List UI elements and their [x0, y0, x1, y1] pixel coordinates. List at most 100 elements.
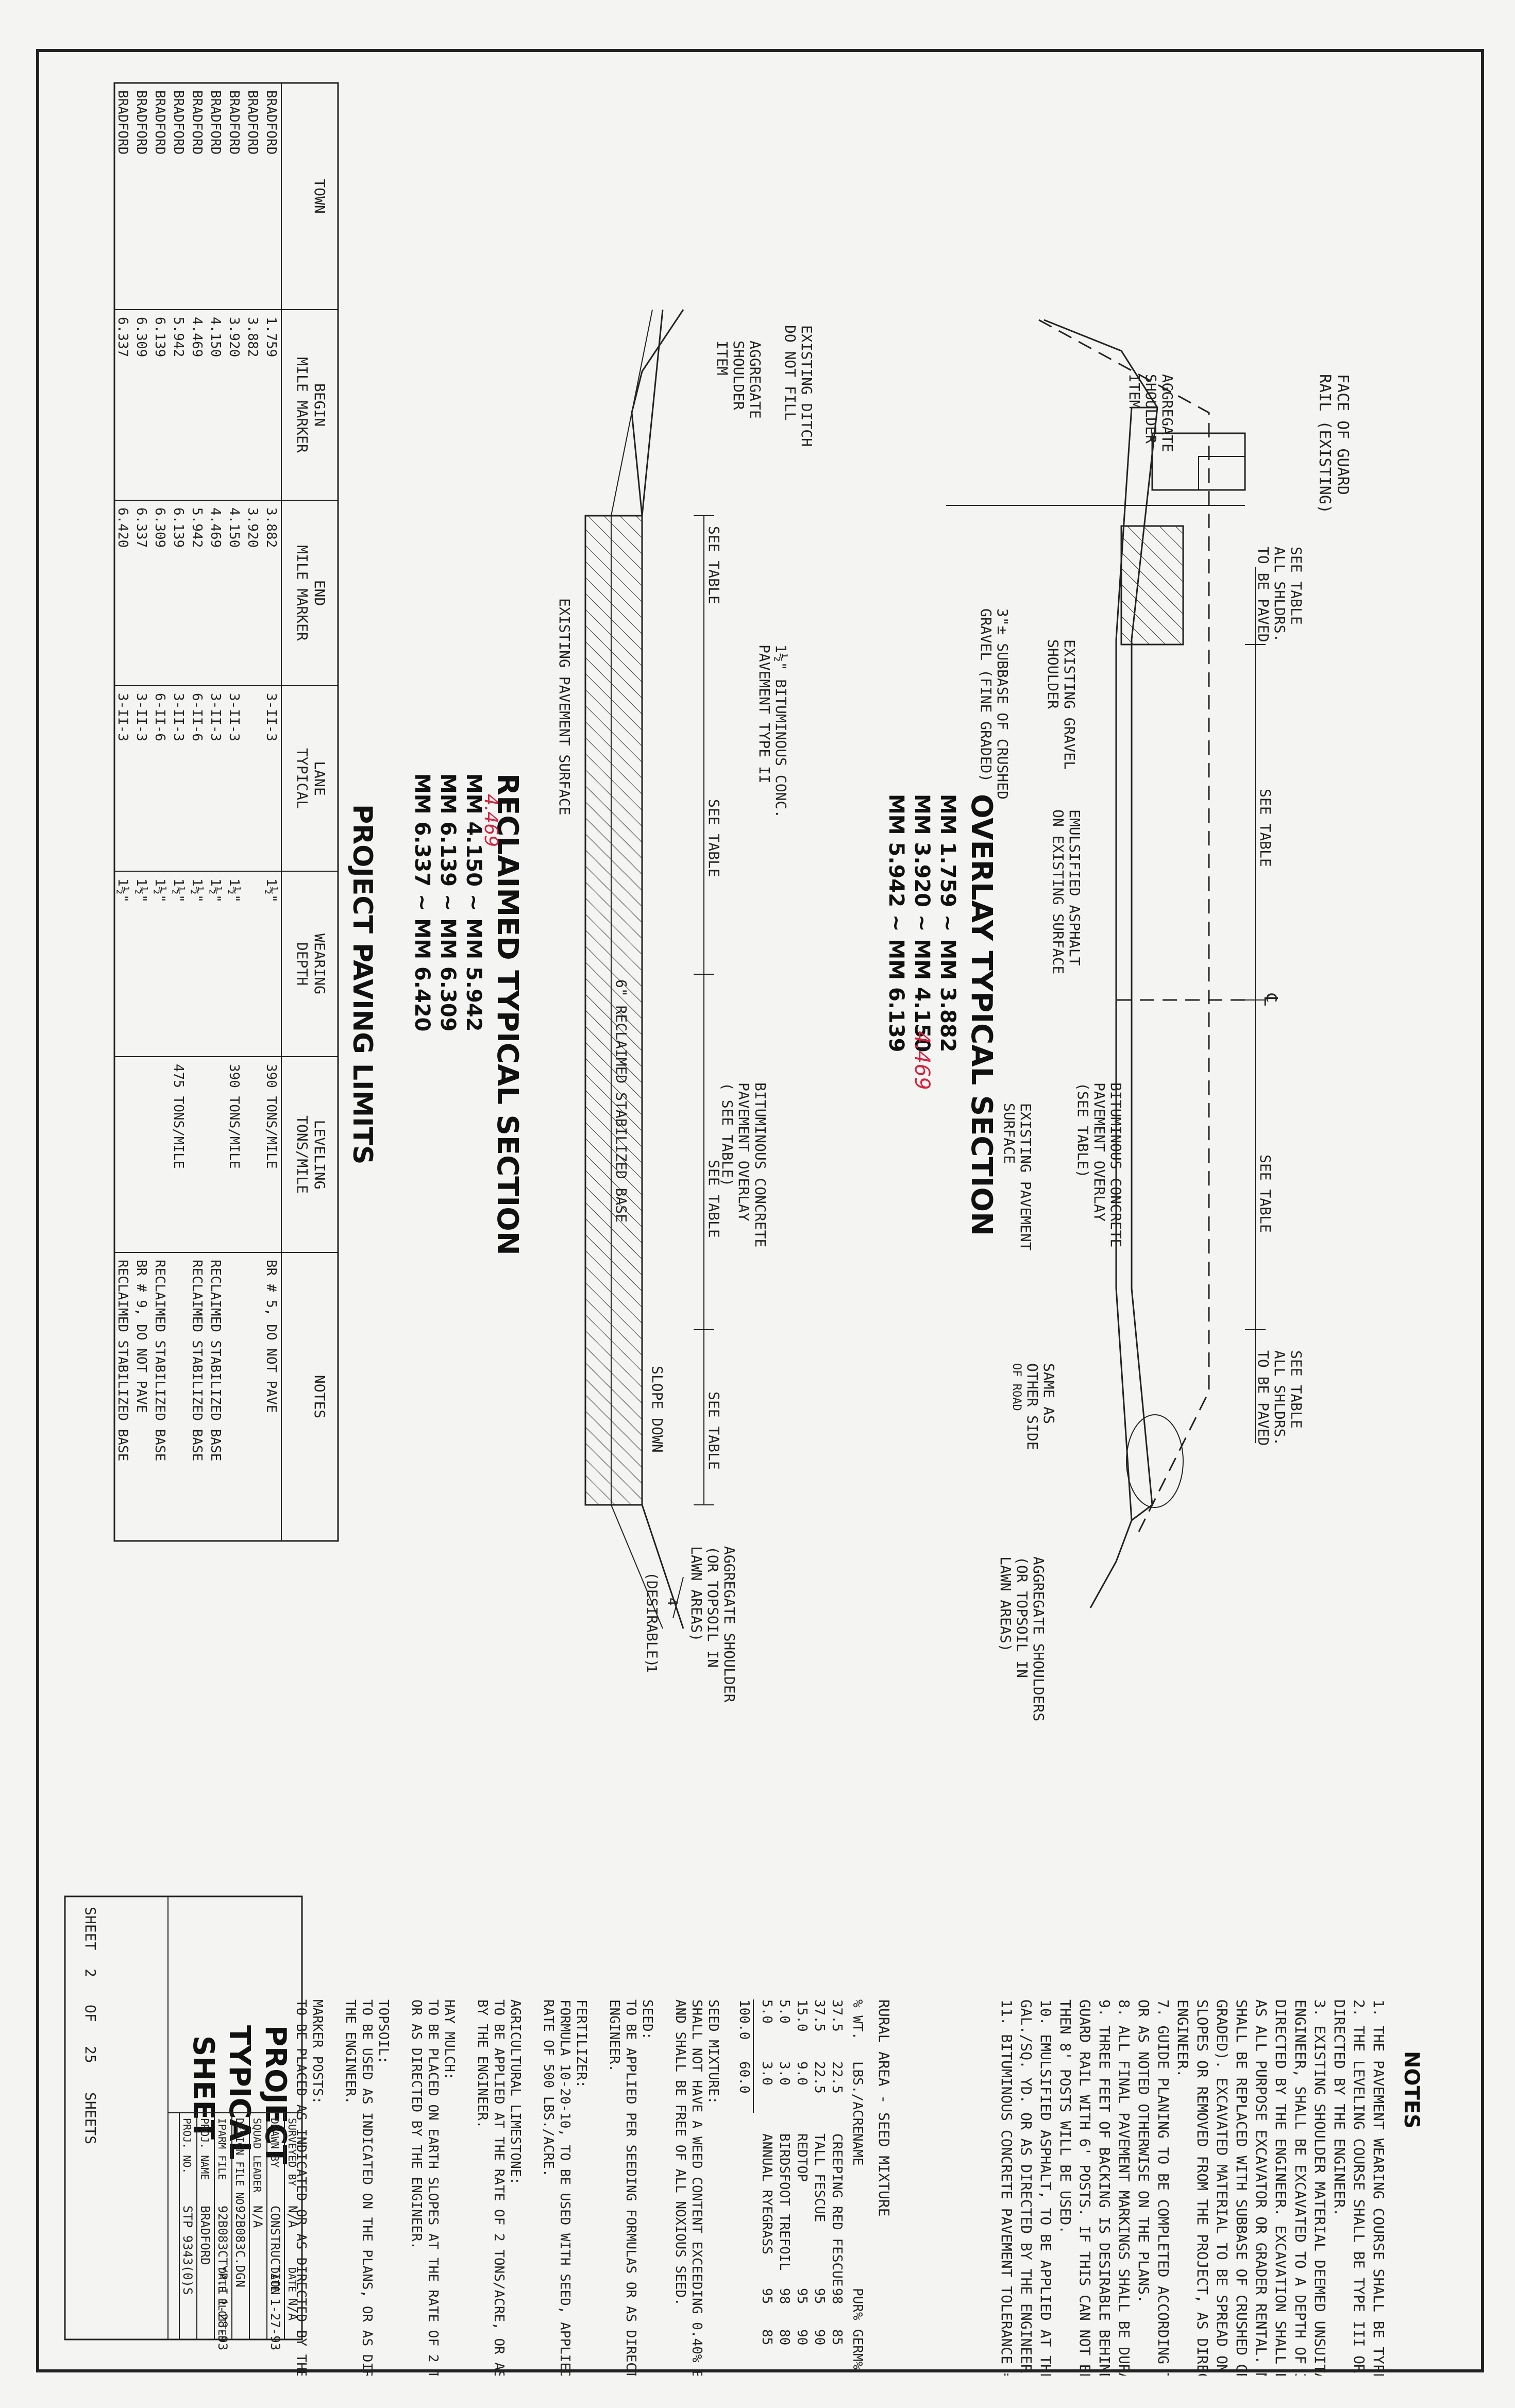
shoulder-ellipse: [1126, 1414, 1184, 1508]
drawing-sheet: FACE OF GUARD RAIL (EXISTING) AGGREGATE …: [36, 49, 1484, 2376]
reclaimed-agg-2: SHOULDER: [730, 341, 747, 410]
limits-cell: 1½": [208, 878, 223, 903]
desirable-label: (DESIRABLE): [644, 1572, 661, 1667]
note-line: DIRECTED BY THE ENGINEER.: [1331, 1999, 1348, 2216]
limits-cell: 1.759: [263, 317, 279, 357]
seed-header: NAME: [850, 2133, 865, 2166]
agg-topsoil-3: LAWN AREAS): [997, 1556, 1014, 1652]
limits-cell: 3-II-3: [263, 693, 279, 741]
notes-list: 1. THE PAVEMENT WEARING COURSE SHALL BE …: [998, 1999, 1387, 2376]
seed-cell: 90: [812, 2329, 827, 2345]
emulsified-2: ON EXISTING SURFACE: [1050, 809, 1067, 974]
seed-cell: 98: [777, 2288, 792, 2304]
tb-field-label: DRAWN BY: [268, 2118, 281, 2167]
seed-cell: 3.0: [777, 2061, 792, 2085]
agg-shoulder-label-3: ITEM: [1126, 374, 1143, 409]
notes-paragraph-line: HAY MULCH:: [442, 1999, 457, 2080]
notes-paragraph-line: FORMULA 10-20-10, TO BE USED WITH SEED, …: [557, 1999, 573, 2376]
reclaimed-red-note: 4.469: [480, 794, 501, 847]
existing-surface-1: EXISTING PAVEMENT: [1017, 1103, 1034, 1251]
tb-field-date-label: DATE: [286, 2267, 298, 2292]
ditch-label-2: DO NOT FILL: [782, 325, 799, 420]
seed-cell: 3.0: [759, 2061, 775, 2085]
notes-paragraph-line: TO BE APPLIED AT THE RATE OF 2 TONS/ACRE…: [491, 1999, 507, 2376]
agg-topsoil-2: (OR TOPSOIL IN: [704, 1546, 721, 1668]
notes-paragraph-line: SEED:: [639, 1999, 655, 2040]
limits-cell: 6.139: [152, 317, 167, 357]
limits-cell: BR # 9, DO NOT PAVE: [133, 1260, 149, 1413]
notes-paragraph-line: TO BE APPLIED PER SEEDING FORMULAS OR AS…: [623, 1999, 638, 2376]
tb-field-label: SQUAD LEADER: [251, 2118, 263, 2193]
see-table-label: SEE TABLE: [1257, 789, 1274, 867]
tb-field-label: SURVEYED BY: [286, 2118, 298, 2186]
agg-shoulder-label-2: SHOULDER: [1142, 374, 1159, 444]
seed-cell: 85: [759, 2329, 775, 2345]
seed-total: 60.0: [736, 2061, 752, 2094]
limits-cell: 4.469: [208, 507, 223, 548]
limits-header: MILE MARKER: [294, 545, 311, 641]
seed-header: % WT.: [850, 1999, 865, 2040]
notes-paragraph-line: OR AS DIRECTED BY THE ENGINEER.: [409, 1999, 424, 2249]
limits-cell: 1½": [171, 878, 186, 903]
limits-cell: RECLAIMED STABILIZED BASE: [189, 1260, 205, 1461]
note-line: GRADED). EXCAVATED MATERIAL TO BE SPREAD…: [1214, 1999, 1231, 2376]
guard-rail-block: [1198, 456, 1245, 490]
limits-cell: 5.942: [189, 507, 205, 548]
limits-cell: 4.469: [189, 317, 205, 357]
note-line: 1. THE PAVEMENT WEARING COURSE SHALL BE …: [1370, 1999, 1387, 2376]
notes-paragraph-line: TO BE PLACED ON EARTH SLOPES AT THE RATE…: [425, 1999, 441, 2376]
overlay-range-3: MM 5.942 ~ MM 6.139: [884, 794, 908, 1052]
limits-cell: BRADFORD: [189, 90, 205, 155]
overlay-layer-1: BITUMINOUS CONCRETE: [1107, 1082, 1124, 1247]
tb-field-label: DESIGN FILE NO.: [233, 2118, 246, 2211]
seed-cell: 37.5: [812, 1999, 827, 2032]
same-side-3: OF ROAD: [1010, 1363, 1023, 1411]
emulsified-1: EMULSIFIED ASPHALT: [1066, 809, 1083, 966]
see-table-label: SEE TABLE: [705, 799, 722, 877]
reclaimed-agg-1: AGGREGATE: [747, 341, 764, 419]
limits-header: TONS/MILE: [294, 1115, 311, 1194]
agg-topsoil-1: AGGREGATE SHOULDERS: [1030, 1556, 1047, 1721]
limits-cell: 3.920: [226, 317, 242, 357]
reclaimed-range-2: MM 6.139 ~ MM 6.309: [436, 773, 460, 1031]
reclaimed-overlay-1: BITUMINOUS CONCRETE: [752, 1082, 769, 1247]
limits-cell: BRADFORD: [208, 90, 223, 155]
limits-table: TOWNBRADFORDBRADFORDBRADFORDBRADFORDBRAD…: [113, 82, 339, 1542]
seed-title: RURAL AREA - SEED MIXTURE: [876, 1999, 893, 2216]
bit-conc-2: PAVEMENT TYPE II: [756, 645, 773, 784]
limits-cell: BRADFORD: [152, 90, 167, 155]
note-line: 10. EMULSIFIED ASPHALT, TO BE APPLIED AT…: [1037, 1999, 1054, 2376]
limits-cell: 390 TONS/MILE: [263, 1064, 279, 1169]
notes-paragraph-line: AGRICULTURAL LIMESTONE:: [508, 1999, 523, 2185]
title-line-2: TYPICAL: [223, 2025, 256, 2160]
shldrs-paved-2: TO BE PAVED: [1255, 547, 1272, 642]
limits-cell: BR # 5, DO NOT PAVE: [263, 1260, 279, 1413]
limits-table-frame: [113, 82, 339, 1542]
existing-ground-line: [1038, 319, 1210, 1536]
overlay-labels: FACE OF GUARD RAIL (EXISTING) AGGREGATE …: [884, 374, 1352, 1721]
limits-cell: 3-II-3: [115, 693, 130, 741]
reclaimed-base-hatch: [584, 515, 643, 1506]
tb-field-value: STP 9343(0)S: [180, 2206, 195, 2295]
notes-paragraph-line: SHALL NOT HAVE A WEED CONTENT EXCEEDING …: [689, 1999, 704, 2376]
existing-pavement-surface: EXISTING PAVEMENT SURFACE: [556, 598, 573, 815]
see-table-label: SEE TABLE: [705, 1392, 722, 1470]
overlay-range-1: MM 1.759 ~ MM 3.882: [936, 794, 959, 1052]
limits-cell: 4.150: [226, 507, 242, 548]
centerline-symbol: ℄: [1260, 993, 1281, 1006]
limits-cell: 3.882: [245, 317, 260, 357]
see-table-label: SEE TABLE: [1288, 547, 1305, 625]
existing-surface-2: SURFACE: [1001, 1103, 1018, 1164]
seed-cell: CREEPING RED FESCUE: [829, 2133, 845, 2286]
seed-header: GERM%: [850, 2329, 865, 2370]
limits-cell: 1½": [189, 878, 205, 903]
tb-field-value: N/A: [250, 2206, 265, 2228]
limits-cell: BRADFORD: [245, 90, 260, 155]
note-line: OR AS NOTED OTHERWISE ON THE PLANS.: [1135, 1999, 1152, 2303]
reclaimed-range-1: MM 4.150 ~ MM 5.942: [462, 773, 485, 1031]
notes-paragraph-line: SEED MIXTURE:: [705, 1999, 721, 2105]
same-side-1: SAME AS: [1040, 1363, 1057, 1424]
note-line: GUARD RAIL WITH 6' POSTS. IF THIS CAN NO…: [1076, 1999, 1093, 2376]
seed-cell: TALL FESCUE: [812, 2133, 827, 2222]
seed-cell: 37.5: [829, 1999, 845, 2032]
